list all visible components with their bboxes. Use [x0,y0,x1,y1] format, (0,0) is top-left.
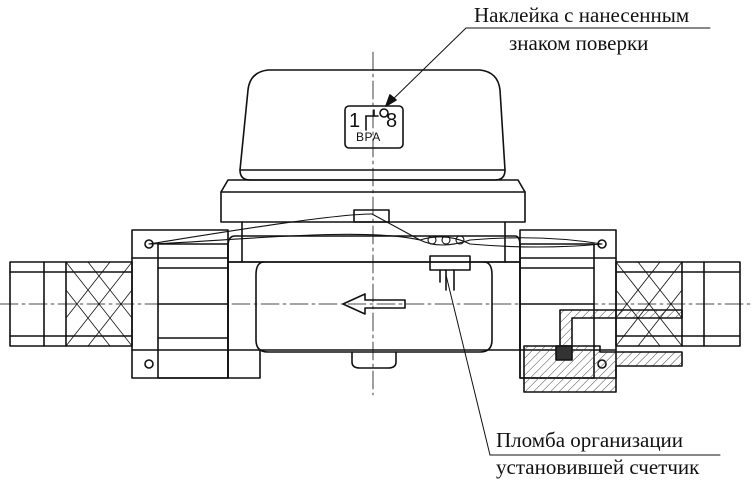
right-section-cut [523,309,683,393]
seal-wire [148,213,603,248]
leader-arrowhead [385,94,397,107]
register-cap [239,69,506,181]
flow-direction-arrow [342,293,406,315]
meter-body [227,235,521,379]
lead-seal [429,255,471,291]
callout-seal-line2: установившей счетчик [496,455,700,479]
callout-sticker-line1: Наклейка с нанесенным [474,3,690,27]
body-neck [241,221,506,263]
leader-line-sticker [385,27,711,107]
sticker-left-number: 1 [349,110,361,132]
left-thread-fitting [9,261,133,347]
callout-sticker-line2: знаком поверки [509,31,649,55]
right-thread-fitting [615,261,741,347]
left-union-nut [131,229,229,379]
sticker-right-number: 8 [386,110,398,132]
register-ring [220,179,526,223]
callout-seal-line1: Пломба организации [496,428,684,452]
leader-line-seal [445,274,721,456]
sticker-code: ВРА [356,130,381,144]
verification-sticker [344,105,404,149]
